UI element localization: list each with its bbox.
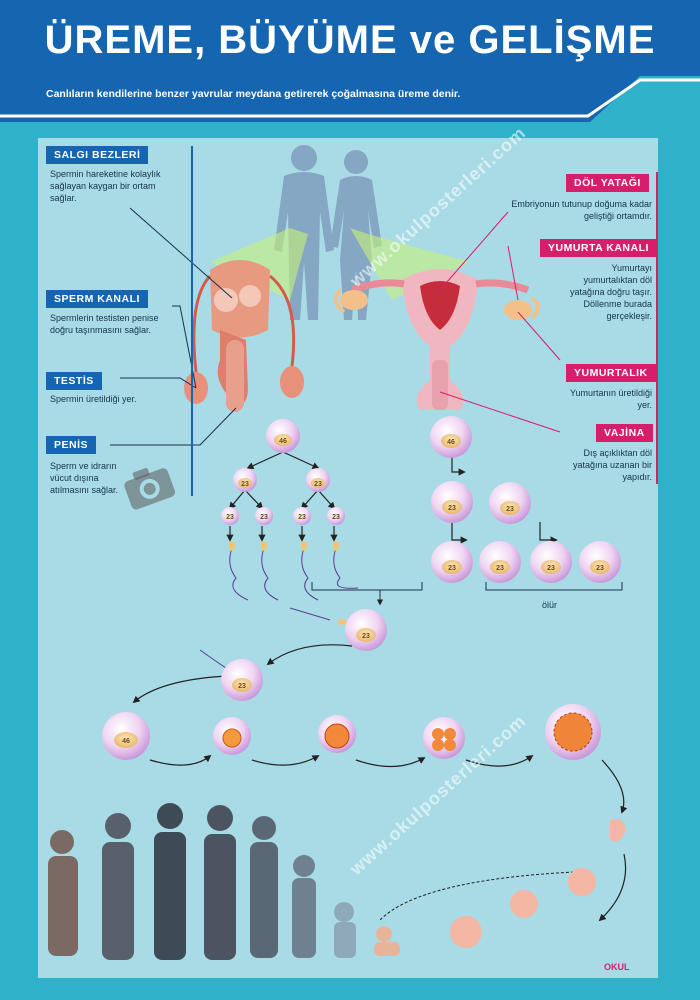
desc-dol-yatagi: Embriyonun tutunup doğuma kadar geliştiğ… <box>511 199 652 221</box>
female-cell-46: 46 <box>430 416 472 458</box>
label-dol-yatagi: DÖL YATAĞI <box>566 174 649 192</box>
svg-text:23: 23 <box>448 565 456 572</box>
label-penis: PENİS <box>46 436 97 454</box>
development-arrows <box>132 644 628 922</box>
label-yumurta-kanali: YUMURTA KANALI <box>540 239 657 257</box>
cleavage-stage-1 <box>213 717 251 755</box>
label-vajina: VAJİNA <box>596 424 653 442</box>
label-olur: ölür <box>542 600 558 610</box>
female-anatomy <box>333 269 540 410</box>
polar-body-23: 23 <box>489 482 531 524</box>
sperm-tails <box>229 547 359 601</box>
svg-text:23: 23 <box>362 633 370 640</box>
label-sperm-kanali: SPERM KANALI <box>46 290 148 308</box>
svg-text:23: 23 <box>448 505 456 512</box>
egg-with-sperm-23: 23 <box>221 659 263 701</box>
male-anatomy <box>184 260 304 412</box>
polar-body-23-c: 23 <box>579 541 621 583</box>
svg-text:23: 23 <box>314 481 322 488</box>
sperm-heads <box>229 541 339 551</box>
male-cell-23-b: 23 <box>306 468 330 492</box>
female-leader-lines <box>439 211 561 433</box>
svg-text:23: 23 <box>506 506 514 513</box>
meiosis-arrows <box>226 451 558 544</box>
morula-stage <box>545 704 601 760</box>
svg-text:23: 23 <box>260 514 268 521</box>
header-banner <box>0 0 700 122</box>
svg-text:23: 23 <box>547 565 555 572</box>
male-cell-46: 46 <box>266 419 300 453</box>
svg-text:23: 23 <box>238 683 246 690</box>
svg-text:46: 46 <box>122 738 130 745</box>
male-zoom-beam <box>210 228 308 300</box>
cleavage-stage-3 <box>423 717 465 759</box>
sperm-tail-approach-2 <box>199 649 227 669</box>
desc-yumurtalik: Yumurtanın üretildiği yer. <box>569 388 652 410</box>
ovum-23: 23 <box>431 541 473 583</box>
page-title: ÜREME, BÜYÜME ve GELİŞME <box>44 18 656 62</box>
polar-body-23-b: 23 <box>530 541 572 583</box>
page-subtitle: Canlıların kendilerine benzer yavrular m… <box>46 88 461 100</box>
desc-sperm-kanali: Spermlerin testisten penise doğru taşınm… <box>50 313 159 335</box>
label-salgi-bezleri: SALGI BEZLERİ <box>46 146 149 164</box>
male-leader-lines <box>110 207 237 446</box>
camera-icon <box>124 467 176 510</box>
desc-yumurta-kanali: Yumurtayı yumurtalıktan döl yatağına doğ… <box>569 263 652 321</box>
svg-text:46: 46 <box>447 439 455 446</box>
desc-testis: Spermin üretildiği yer. <box>50 394 137 404</box>
desc-vajina: Dış açıklıktan döl yatağına uzanan bir y… <box>572 448 652 482</box>
polar-body-23-a: 23 <box>479 541 521 583</box>
label-yumurtalik: YUMURTALIK <box>566 364 656 382</box>
male-cell-23-a: 23 <box>233 468 257 492</box>
sperm-tail-approach <box>289 607 331 621</box>
growth-arc <box>379 871 575 921</box>
svg-text:23: 23 <box>226 514 234 521</box>
svg-text:23: 23 <box>298 514 306 521</box>
label-testis: TESTİS <box>46 372 102 390</box>
svg-text:23: 23 <box>596 565 604 572</box>
svg-text:23: 23 <box>241 481 249 488</box>
spermatid-3: 23 <box>293 507 311 525</box>
embryo-fetus-stages <box>450 819 626 948</box>
spermatid-2: 23 <box>255 507 273 525</box>
desc-salgi-bezleri: Spermin hareketine kolaylık sağlayan kay… <box>50 169 161 203</box>
publisher-logo: OKUL <box>604 962 630 972</box>
svg-text:46: 46 <box>279 438 287 445</box>
female-zoom-beam <box>350 228 470 300</box>
cleavage-stage-2 <box>318 715 356 753</box>
spermatid-4: 23 <box>327 507 345 525</box>
sperm-head <box>338 619 346 625</box>
zygote-46: 46 <box>102 712 150 760</box>
svg-text:23: 23 <box>332 514 340 521</box>
bracket-lines <box>311 582 623 606</box>
svg-text:23: 23 <box>496 565 504 572</box>
desc-penis: Sperm ve idrarın vücut dışına atılmasını… <box>50 461 119 495</box>
fertilizing-egg-23: 23 <box>345 609 387 651</box>
header-background <box>0 0 700 122</box>
spermatid-1: 23 <box>221 507 239 525</box>
oocyte-23: 23 <box>431 481 473 523</box>
growth-stages-people <box>48 803 400 960</box>
